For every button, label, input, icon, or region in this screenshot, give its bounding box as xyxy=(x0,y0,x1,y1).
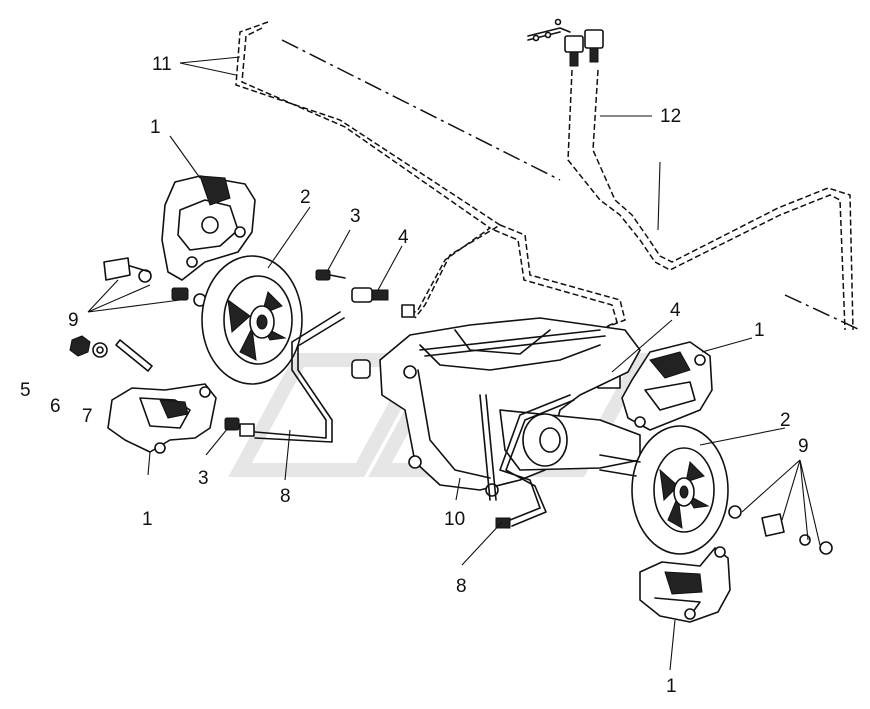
callout-6: 6 xyxy=(50,396,61,417)
brake-caliper-bottom-left xyxy=(107,383,217,454)
callout-1-bottom-right: 1 xyxy=(666,676,677,697)
callout-9-left: 9 xyxy=(68,310,79,331)
callout-7: 7 xyxy=(82,406,93,427)
frame-centerline xyxy=(281,39,861,331)
callout-3-bottom: 3 xyxy=(198,468,209,489)
callout-4-top: 4 xyxy=(398,227,409,248)
fasteners-5-6-7 xyxy=(69,335,153,372)
callout-2-left: 2 xyxy=(300,187,311,208)
brake-caliper-top-left xyxy=(161,175,256,281)
brake-caliper-right-upper xyxy=(621,341,713,431)
brake-disc-left xyxy=(201,255,303,385)
callout-12: 12 xyxy=(660,106,681,127)
brake-disc-right xyxy=(599,425,729,555)
callout-8-left: 8 xyxy=(280,486,291,507)
leader-lines xyxy=(87,56,821,671)
callout-10: 10 xyxy=(444,509,465,530)
callout-2-right: 2 xyxy=(780,410,791,431)
brake-line-8-left xyxy=(254,311,345,443)
valve-block xyxy=(527,18,604,67)
callout-5: 5 xyxy=(20,380,31,401)
axle-housing-10 xyxy=(379,317,641,501)
callout-1-right: 1 xyxy=(754,320,765,341)
callout-labels: 11 12 1 2 3 4 9 5 6 7 3 1 8 10 8 4 1 2 9… xyxy=(20,54,809,697)
brake-caliper-bottom-right xyxy=(639,546,731,623)
callout-3-top: 3 xyxy=(350,206,361,227)
brake-pipe-12 xyxy=(567,69,854,331)
pins-9-right xyxy=(728,505,833,555)
callout-11: 11 xyxy=(152,54,172,75)
callout-1-top-left: 1 xyxy=(150,117,161,138)
callout-4-right: 4 xyxy=(670,300,681,321)
callout-9-right: 9 xyxy=(798,436,809,457)
brake-line-8-right xyxy=(495,394,575,529)
callout-1-bottom-left: 1 xyxy=(142,509,153,530)
callout-8-bottom: 8 xyxy=(456,576,467,597)
